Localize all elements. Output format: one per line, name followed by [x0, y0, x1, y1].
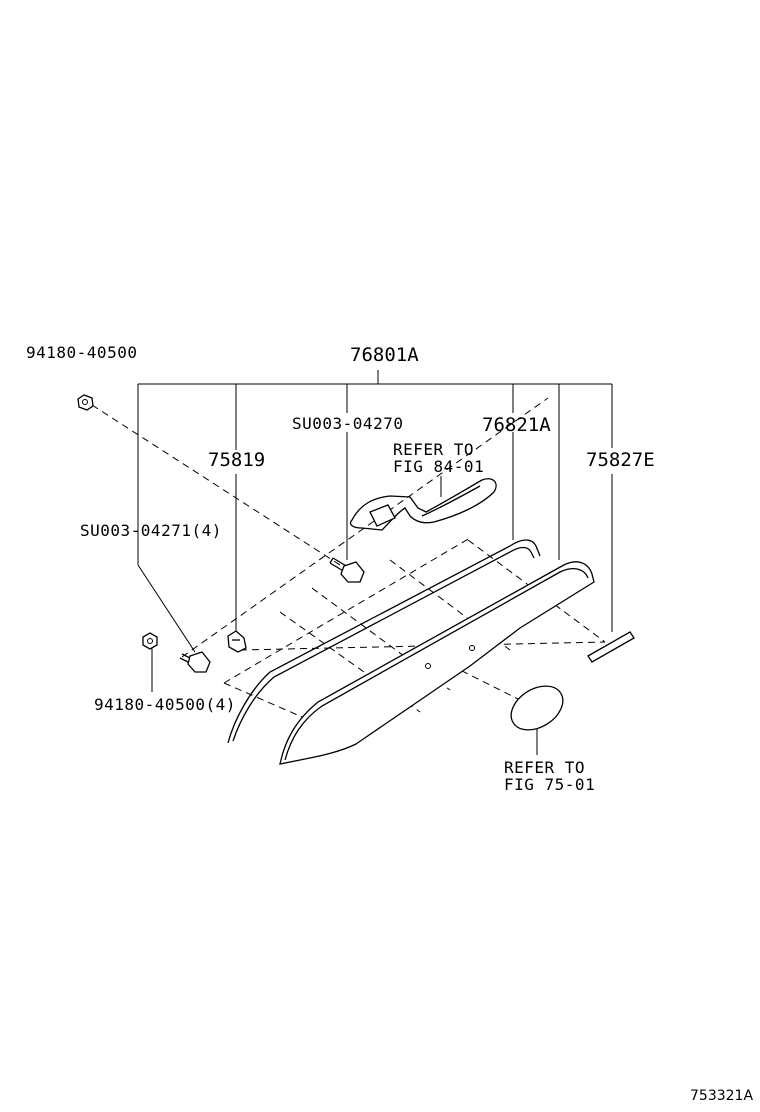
label-refer-wire-1: REFER TO: [393, 440, 474, 459]
leader-lines: [137, 370, 613, 755]
clip-bolt-lower-part: [179, 651, 211, 673]
label-refer-emblem-1: REFER TO: [504, 758, 585, 777]
retainer-part: [227, 630, 247, 653]
figure-id: 753321A: [690, 1088, 753, 1104]
label-refer-wire-2: FIG 84-01: [393, 457, 484, 476]
emblem-part: [510, 685, 564, 731]
label-nut-bottom-qty: 94180-40500(4): [94, 695, 236, 714]
nut-top-part: [77, 394, 94, 411]
garnish-plate-part: [279, 561, 595, 765]
label-emblem-side: 75827E: [586, 449, 655, 471]
label-nut-top: 94180-40500: [26, 343, 137, 362]
label-moulding: 76821A: [482, 414, 551, 436]
side-strip-part: [587, 631, 635, 663]
nut-bottom-part: [142, 632, 158, 650]
wire-harness-part: [349, 478, 497, 531]
moulding-strip-part: [227, 539, 541, 744]
clip-bolt-part: [329, 557, 365, 583]
label-clip-bolt: SU003-04270: [292, 414, 403, 433]
label-assembly: 76801A: [350, 344, 419, 366]
label-clip-bolt-qty: SU003-04271(4): [80, 521, 222, 540]
label-retainer: 75819: [208, 449, 265, 471]
label-refer-emblem-2: FIG 75-01: [504, 775, 595, 794]
